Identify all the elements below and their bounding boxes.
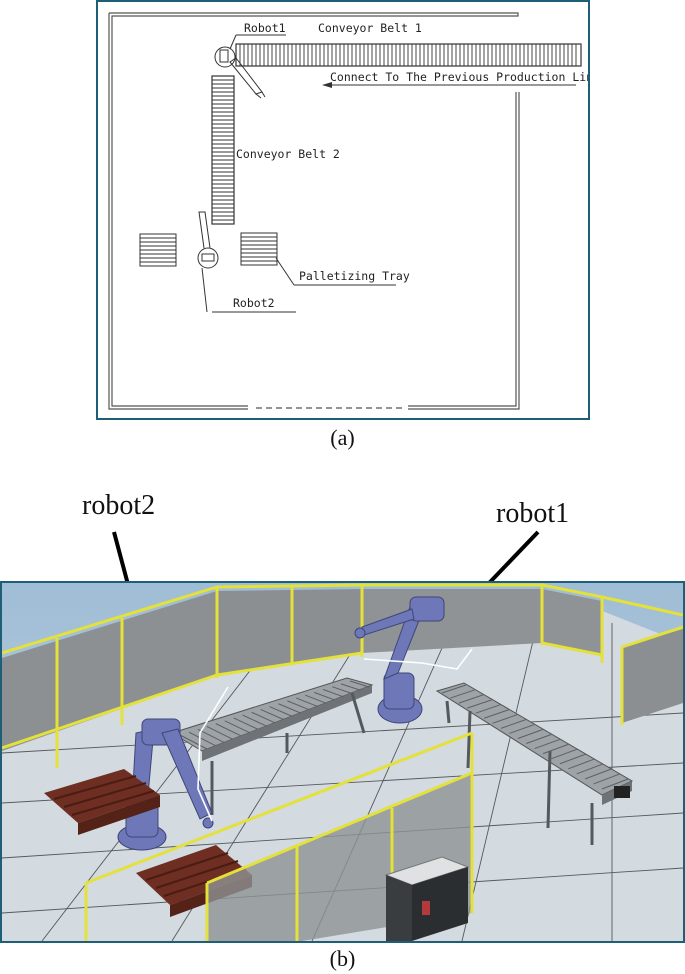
- robot1-path: [363, 648, 473, 670]
- slat-line: [534, 738, 560, 750]
- label-conveyor-belt-2: Conveyor Belt 2: [236, 147, 340, 161]
- slat-line: [526, 734, 552, 744]
- leader-lines: [212, 34, 576, 313]
- slat-line: [500, 719, 526, 729]
- caption-b: (b): [329, 946, 356, 971]
- slat-line: [296, 697, 319, 708]
- slat-line: [179, 734, 208, 750]
- slat-line: [215, 723, 242, 737]
- slat-line: [475, 704, 501, 714]
- slat-line: [224, 720, 250, 734]
- slat-line: [242, 714, 267, 727]
- label-conveyor-belt-1: Conveyor Belt 1: [318, 21, 422, 35]
- slat-line: [551, 748, 578, 760]
- slat-line: [517, 729, 543, 739]
- pallet-left: [139, 233, 177, 267]
- caption-a: (a): [330, 425, 355, 450]
- label-palletizing-tray: Palletizing Tray: [299, 269, 410, 283]
- callout-robot2: robot2: [82, 490, 156, 521]
- layout-drawing-panel: Robot1 Conveyor Belt 1 Connect To The Pr…: [96, 0, 600, 420]
- slat-line: [269, 706, 293, 717]
- slat-line: [188, 731, 216, 747]
- slat-line: [233, 717, 259, 730]
- robot2-symbol: [197, 211, 219, 313]
- room-walls: [108, 12, 520, 410]
- slat-line: [278, 703, 301, 714]
- slat-line: [197, 728, 225, 743]
- slat-line: [450, 689, 475, 699]
- slat-line: [483, 709, 509, 719]
- label-connect-production-line: Connect To The Previous Production Line: [330, 70, 588, 84]
- slat-line: [340, 683, 361, 691]
- slat-line: [206, 726, 233, 740]
- slat-line: [314, 691, 336, 701]
- conveyor-belt-1-shape: [235, 43, 582, 67]
- robot2-path: [197, 686, 229, 822]
- slat-line: [260, 708, 284, 721]
- simulation-scene: [2, 583, 683, 941]
- slat-line: [349, 680, 370, 688]
- label-robot1: Robot1: [244, 21, 286, 35]
- arrow-head-icon: [322, 82, 332, 88]
- control-cabinet: [384, 856, 470, 941]
- slat-line: [458, 694, 484, 704]
- slat-line: [441, 684, 467, 694]
- label-robot2: Robot2: [233, 296, 275, 310]
- callout-robot1: robot1: [496, 498, 570, 529]
- conveyor-left: [170, 677, 374, 815]
- slat-line: [492, 714, 518, 724]
- robot1-symbol: [214, 46, 266, 99]
- layout-drawing: Robot1 Conveyor Belt 1 Connect To The Pr…: [108, 12, 600, 410]
- slat-line: [287, 700, 310, 711]
- slat-line: [467, 699, 492, 709]
- slat-line: [331, 686, 353, 694]
- slat-line: [568, 758, 595, 770]
- slat-line: [322, 689, 344, 698]
- slat-line: [559, 753, 586, 765]
- slat-line: [509, 724, 535, 734]
- palletizing-tray-shape: [240, 232, 278, 266]
- conveyor-belt-2-shape: [211, 75, 235, 225]
- slat-line: [251, 711, 276, 724]
- robot2-model: [117, 718, 214, 851]
- slat-line: [542, 743, 569, 755]
- slat-line: [576, 763, 603, 775]
- slat-line: [601, 778, 629, 790]
- back-fence: [2, 583, 683, 768]
- pallet-left-3d: [44, 769, 160, 835]
- conveyor-right: [435, 682, 634, 845]
- slat-line: [584, 768, 612, 780]
- slat-line: [593, 773, 620, 785]
- simulation-render-panel: [0, 581, 685, 943]
- slat-line: [305, 694, 327, 704]
